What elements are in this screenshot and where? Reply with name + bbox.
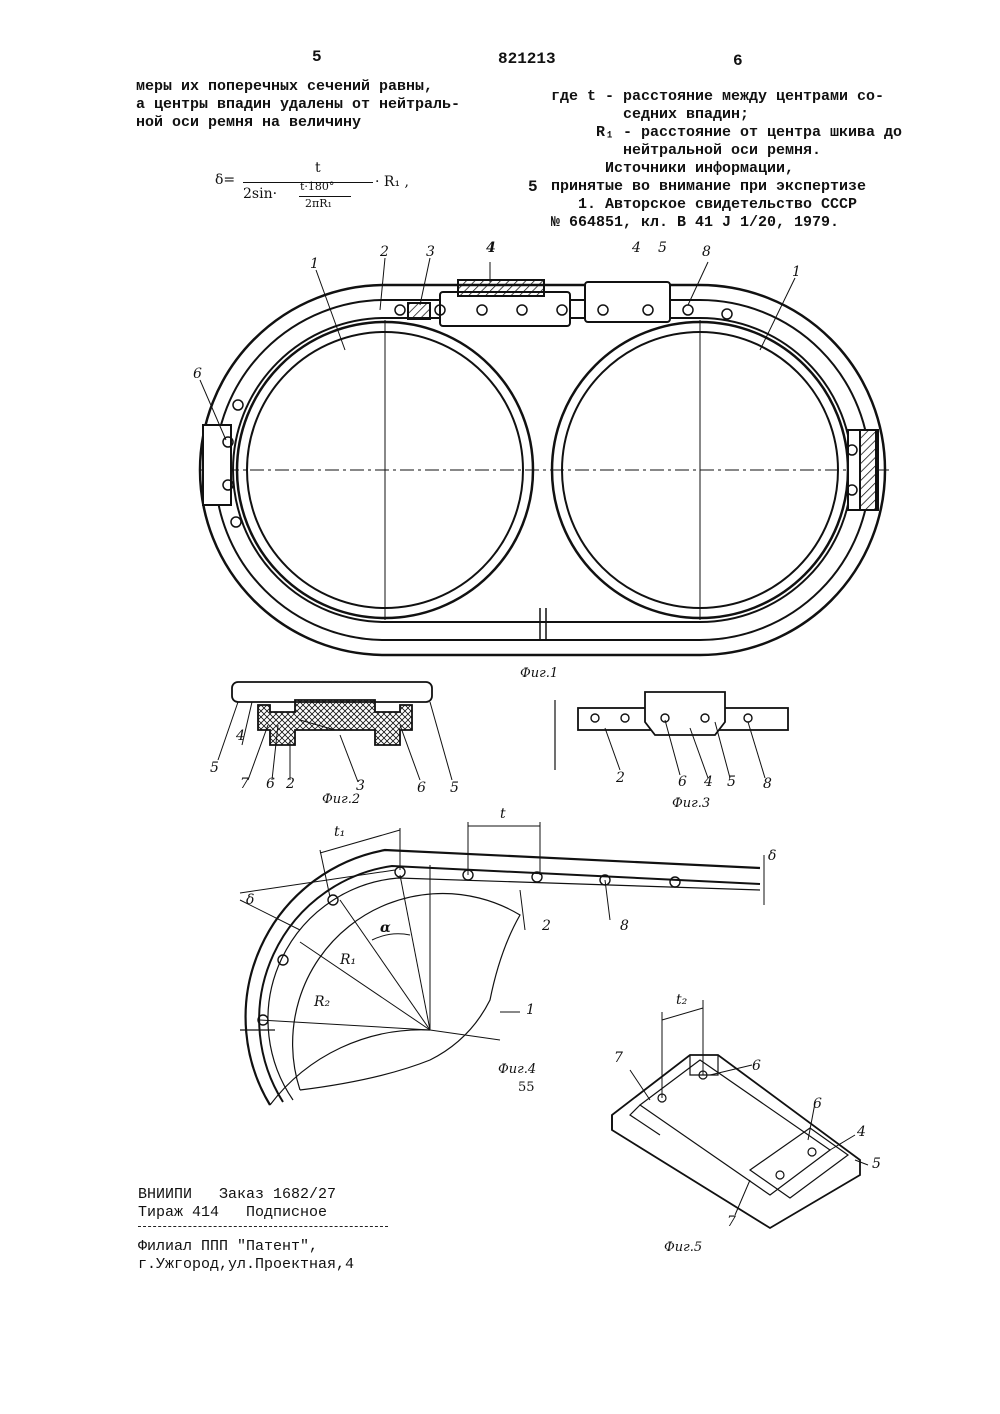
fig1-label-1-left: 1 — [310, 256, 319, 272]
fig1-drawing — [200, 258, 890, 655]
fig4-label-alpha: α — [380, 920, 391, 936]
fig2-caption: Фиг.2 — [322, 792, 360, 807]
fig2-label-4: 4 — [236, 728, 245, 744]
fig1-label-4-right: 4 — [632, 240, 641, 256]
fig3-label-8: 8 — [763, 776, 772, 792]
fig5-label-6-right: 6 — [813, 1096, 822, 1112]
fig2-label-5-right: 5 — [450, 780, 459, 796]
fig3-label-2: 2 — [616, 770, 625, 786]
fig1-label-4-left: 4 — [486, 240, 496, 256]
fig5-drawing — [612, 1000, 868, 1228]
fig1-caption: Фиг.1 — [520, 666, 558, 681]
fig2-label-5-left: 5 — [210, 760, 219, 776]
fig4-caption: Фиг.4 — [498, 1062, 536, 1077]
fig4-label-2: 2 — [542, 918, 551, 934]
fig5-label-5: 5 — [872, 1156, 881, 1172]
fig4-label-t: t — [500, 806, 506, 822]
fig4-line-number: 55 — [518, 1080, 535, 1095]
fig2-label-7: 7 — [240, 776, 249, 792]
imprint-line-1: ВНИИПИ Заказ 1682/27 — [138, 1186, 336, 1204]
imprint-line-2: Тираж 414 Подписное — [138, 1204, 327, 1222]
fig2-label-2: 2 — [286, 776, 295, 792]
fig3-label-5: 5 — [727, 774, 736, 790]
fig2-label-6-left: 6 — [266, 776, 275, 792]
fig5-label-6-top: 6 — [752, 1058, 761, 1074]
fig3-drawing — [578, 692, 788, 778]
fig5-caption: Фиг.5 — [664, 1240, 702, 1255]
fig1-label-1-right: 1 — [792, 264, 801, 280]
fig1-label-2: 2 — [380, 244, 389, 260]
fig4-label-r2: R₂ — [314, 994, 330, 1010]
fig1-label-6: 6 — [193, 366, 202, 382]
fig2-label-6-right: 6 — [417, 780, 426, 796]
fig4-label-delta-right: δ — [768, 848, 776, 864]
fig3-caption: Фиг.3 — [672, 796, 710, 811]
imprint-divider — [138, 1226, 388, 1227]
fig5-label-7-top: 7 — [614, 1050, 623, 1066]
imprint-line-4: г.Ужгород,ул.Проектная,4 — [138, 1256, 354, 1274]
fig3-label-4: 4 — [704, 774, 713, 790]
fig3-label-6: 6 — [678, 774, 687, 790]
fig4-label-r1: R₁ — [340, 952, 356, 968]
fig1-label-8: 8 — [702, 244, 711, 260]
fig5-label-4: 4 — [857, 1124, 866, 1140]
fig1-label-5: 5 — [658, 240, 667, 256]
fig2-drawing — [218, 682, 452, 782]
fig5-label-t2: t₂ — [676, 992, 687, 1008]
fig4-label-delta-left: δ — [246, 892, 254, 908]
fig1-label-3: 3 — [426, 244, 435, 260]
fig4-label-t1: t₁ — [334, 824, 345, 840]
imprint-line-3: Филиал ППП "Патент", — [138, 1238, 318, 1256]
fig5-label-7-bottom: 7 — [727, 1214, 736, 1230]
fig4-label-8: 8 — [620, 918, 629, 934]
fig4-label-1: 1 — [526, 1002, 535, 1018]
